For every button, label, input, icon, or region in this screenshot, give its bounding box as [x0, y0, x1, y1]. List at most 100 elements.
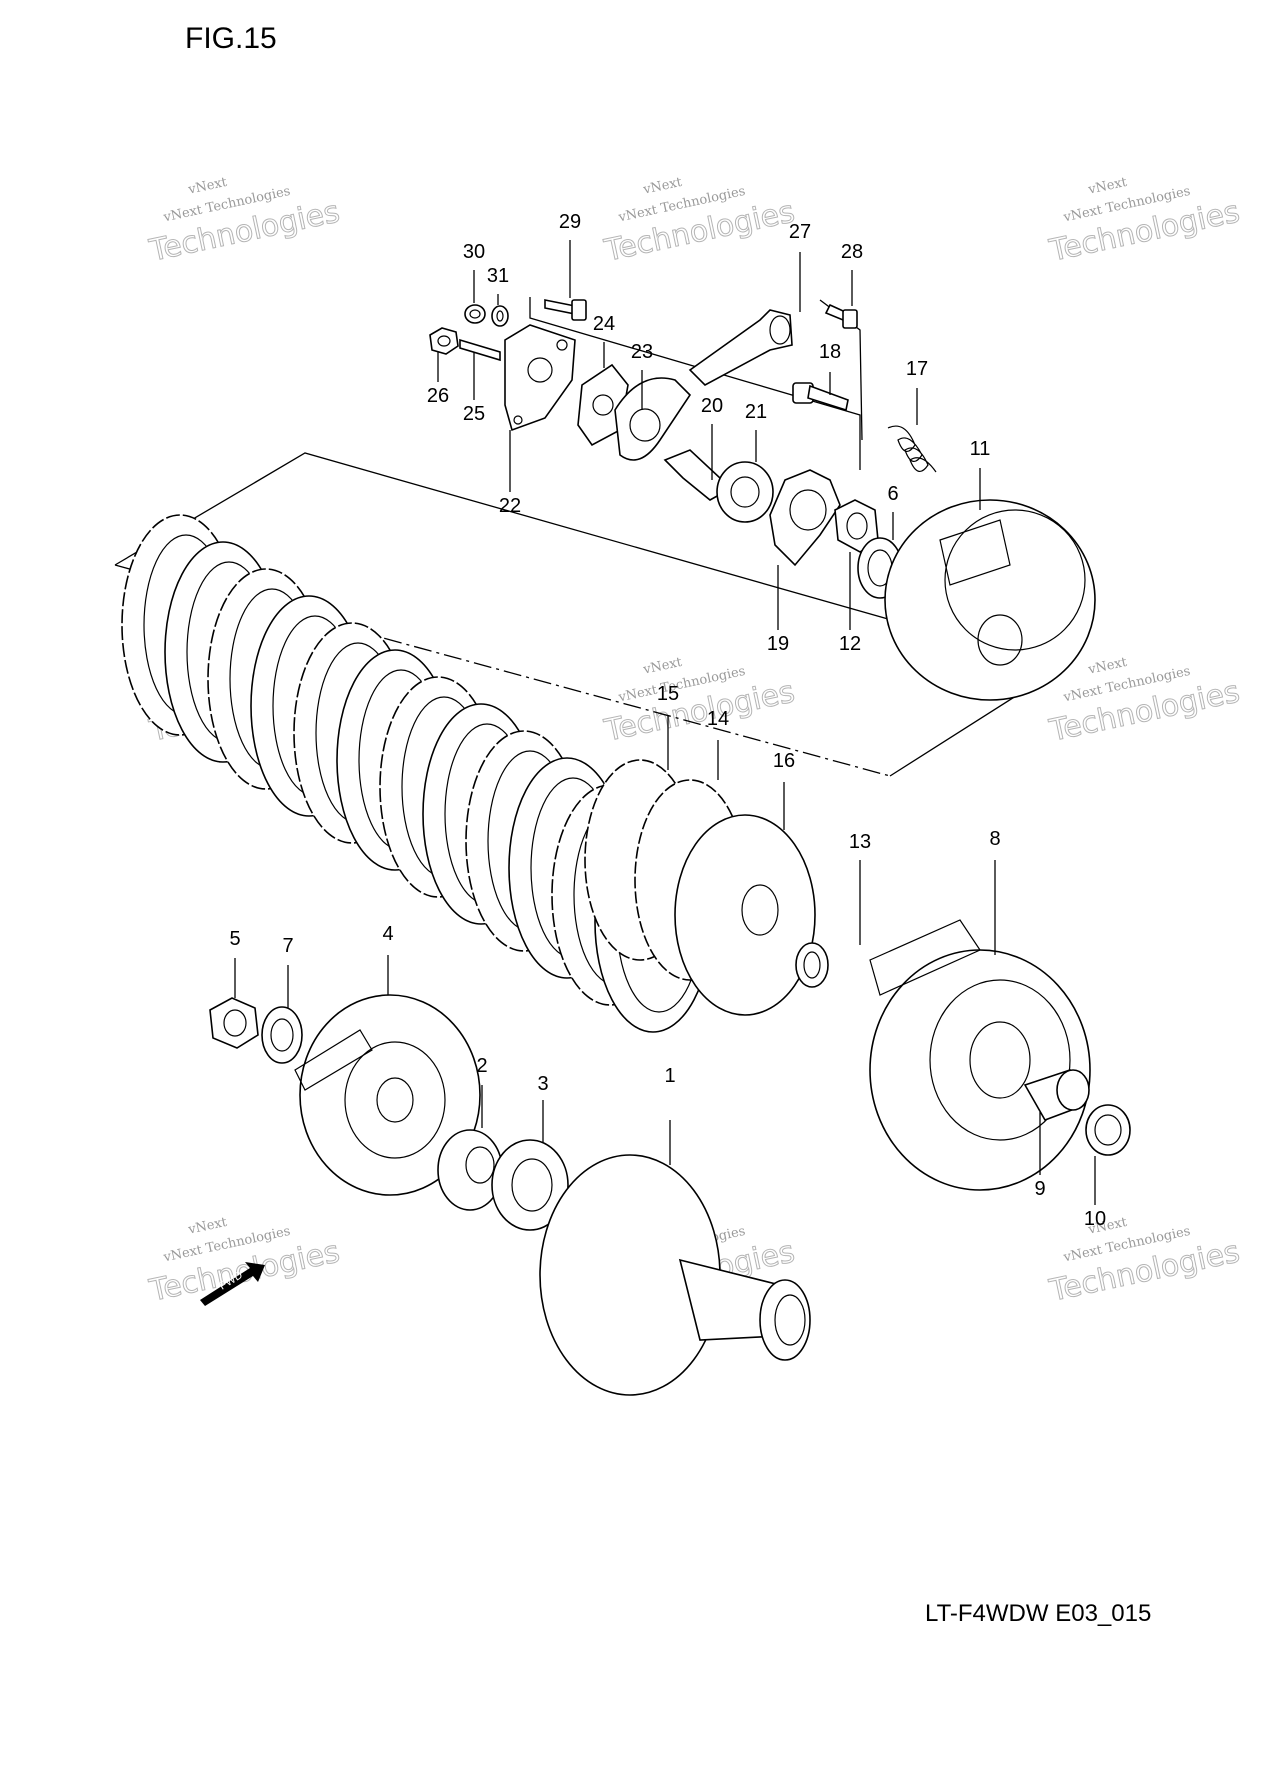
- callout-label: 2: [476, 1055, 487, 1077]
- callout-label: 1: [664, 1065, 675, 1087]
- callout-24: 24: [593, 313, 615, 368]
- callout-15: 15: [657, 683, 679, 770]
- callout-8: 8: [989, 828, 1001, 955]
- callout-9: 9: [1034, 1112, 1046, 1200]
- part-21-bearing: [716, 461, 774, 523]
- callout-28: 28: [841, 241, 863, 306]
- watermark-line-top: vNext: [186, 1215, 229, 1238]
- callout-label: 20: [701, 395, 723, 417]
- callout-label: 31: [487, 265, 509, 287]
- callout-label: 3: [537, 1073, 548, 1095]
- callout-30: 30: [463, 241, 485, 303]
- callout-label: 30: [463, 241, 485, 263]
- callout-label: 5: [229, 928, 240, 950]
- callout-6: 6: [887, 483, 899, 540]
- callout-label: 27: [789, 221, 811, 243]
- callout-label: 9: [1034, 1178, 1045, 1200]
- callout-label: 18: [819, 341, 841, 363]
- callout-label: 21: [745, 401, 767, 423]
- callout-29: 29: [559, 211, 581, 298]
- watermark-line-top: vNext: [1086, 655, 1129, 678]
- part-9-sleeve: [1023, 1069, 1090, 1121]
- callout-2: 2: [476, 1055, 488, 1128]
- part-19-release-plate: [769, 469, 841, 567]
- watermark-line-top: vNext: [186, 175, 229, 198]
- callout-13: 13: [849, 831, 871, 945]
- callout-22: 22: [499, 430, 521, 517]
- part-29-bolt: [544, 299, 587, 321]
- part-28-bolt: [824, 303, 858, 329]
- part-10-washer: [1085, 1104, 1131, 1156]
- callout-23: 23: [631, 341, 653, 410]
- callout-label: 11: [970, 438, 991, 460]
- callout-19: 19: [767, 565, 789, 655]
- callout-label: 12: [839, 633, 861, 655]
- part-8-clutch-housing: [869, 919, 1091, 1191]
- callout-label: 16: [773, 750, 795, 772]
- callout-label: 7: [282, 935, 293, 957]
- watermark-line-top: vNext: [641, 655, 684, 678]
- callout-21: 21: [745, 401, 767, 462]
- callout-label: 15: [657, 683, 679, 705]
- callout-25: 25: [463, 352, 485, 425]
- clutch-plate-stack: [121, 514, 746, 1033]
- part-13-washer: [795, 942, 829, 988]
- figure-title: FIG.15: [185, 22, 277, 55]
- callout-label: 26: [427, 385, 449, 407]
- part-7-washer: [261, 1006, 303, 1064]
- callout-label: 13: [849, 831, 871, 853]
- callout-label: 14: [707, 708, 729, 730]
- callout-label: 29: [559, 211, 581, 233]
- part-17-spring: [887, 425, 937, 473]
- watermark-line-top: vNext: [641, 175, 684, 198]
- callout-label: 23: [631, 341, 653, 363]
- part-23-cam: [614, 377, 692, 461]
- part-30-nut: [464, 304, 486, 324]
- part-4-centrifugal-clutch: [294, 994, 481, 1196]
- callout-26: 26: [427, 352, 449, 407]
- callout-label: 8: [989, 828, 1000, 850]
- callout-14: 14: [707, 708, 729, 780]
- part-18-bolt: [792, 382, 849, 412]
- callout-4: 4: [382, 923, 394, 995]
- callout-20: 20: [701, 395, 723, 480]
- callout-label: 28: [841, 241, 863, 263]
- callout-3: 3: [537, 1073, 549, 1142]
- callout-label: 10: [1084, 1208, 1106, 1230]
- callout-18: 18: [819, 341, 841, 395]
- part-5-nut: [209, 997, 259, 1049]
- callout-label: 6: [887, 483, 898, 505]
- callout-27: 27: [789, 221, 811, 312]
- callout-label: 22: [499, 495, 521, 517]
- part-11-clutch-hub: [884, 499, 1096, 701]
- callout-16: 16: [773, 750, 795, 830]
- part-26-nut: [429, 327, 459, 355]
- callout-1: 1: [664, 1065, 676, 1165]
- callout-label: 17: [906, 358, 928, 380]
- part-3-one-way-clutch: [491, 1139, 569, 1231]
- part-2-bearing: [437, 1129, 503, 1211]
- callout-17: 17: [906, 358, 928, 425]
- callout-31: 31: [487, 265, 509, 305]
- callout-7: 7: [282, 935, 294, 1008]
- callout-label: 4: [382, 923, 393, 945]
- part-27-lever-arm: [688, 309, 793, 386]
- part-25-stud: [459, 338, 501, 362]
- part-22-bracket: [504, 324, 576, 432]
- callout-label: 19: [767, 633, 789, 655]
- watermark-line-top: vNext: [1086, 175, 1129, 198]
- part-16-pressure-disc: [674, 814, 816, 1016]
- callout-12: 12: [839, 552, 861, 655]
- part-31-washer: [491, 305, 509, 327]
- callout-10: 10: [1084, 1156, 1106, 1230]
- callout-5: 5: [229, 928, 241, 998]
- callout-label: 24: [593, 313, 615, 335]
- callout-label: 25: [463, 403, 485, 425]
